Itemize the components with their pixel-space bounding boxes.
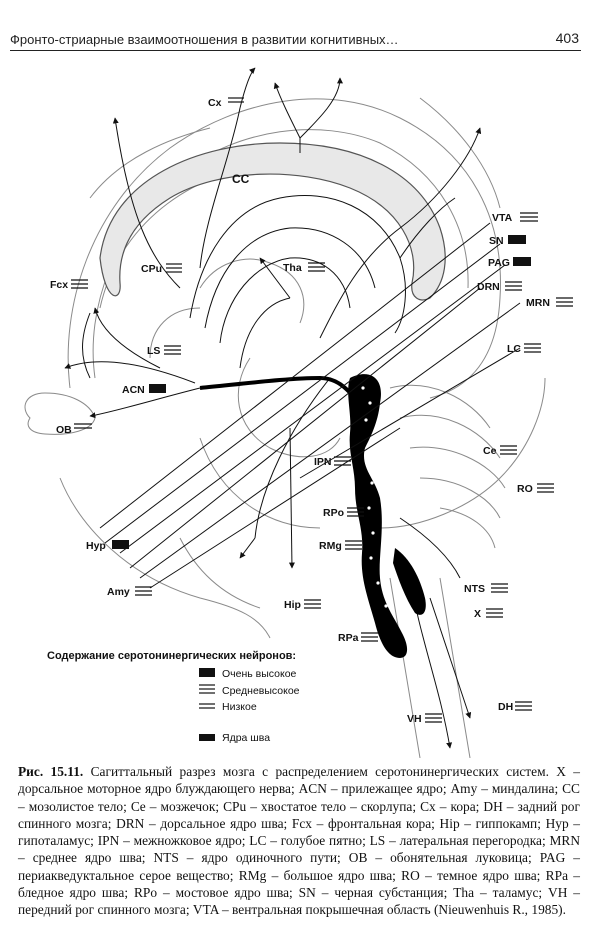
marker-rmg <box>345 540 362 550</box>
corpus-callosum <box>99 142 446 301</box>
marker-dh <box>515 701 532 711</box>
legend: Содержание серотонинергических нейронов:… <box>47 650 300 744</box>
marker-ob <box>74 423 92 429</box>
label-hyp: Hyp <box>86 540 106 552</box>
label-cx: Cx <box>208 97 222 109</box>
figure-number: Рис. 15.11. <box>18 764 84 779</box>
marker-ipn <box>334 456 351 466</box>
legend-label-raphe-nuclei: Ядра шва <box>222 732 270 744</box>
marker-drn <box>505 281 522 291</box>
legend-label-very-high: Очень высокое <box>222 668 297 680</box>
brain-diagram: Cx CC VTA SN PAG DRN MRN LC Fcx CPu <box>24 67 573 758</box>
marker-hip <box>304 599 321 609</box>
marker-cx <box>228 97 244 103</box>
running-title: Фронто-стриарные взаимоотношения в разви… <box>10 32 399 47</box>
legend-title: Содержание серотонинергических нейронов: <box>47 650 296 662</box>
label-sn: SN <box>489 235 504 247</box>
page-header: Фронто-стриарные взаимоотношения в разви… <box>10 30 581 51</box>
marker-cpu <box>166 263 182 273</box>
marker-mrn <box>556 297 573 307</box>
label-acn: ACN <box>122 384 145 396</box>
legend-label-low: Низкое <box>222 701 257 713</box>
label-ro: RO <box>517 483 533 495</box>
label-amy: Amy <box>107 586 130 598</box>
label-nts: NTS <box>464 583 485 595</box>
marker-sn-very-high <box>508 235 526 244</box>
label-drn: DRN <box>477 281 500 293</box>
label-vh: VH <box>407 713 422 725</box>
label-tha: Tha <box>283 262 302 274</box>
label-x: X <box>474 608 481 620</box>
marker-ls <box>164 345 181 355</box>
brain-outline <box>24 97 546 758</box>
label-cpu: CPu <box>141 263 162 275</box>
label-hip: Hip <box>284 599 301 611</box>
projection-lines <box>99 222 521 589</box>
marker-amy <box>135 586 152 596</box>
marker-x <box>486 608 503 618</box>
label-rpa: RPa <box>338 632 359 644</box>
marker-ce <box>500 445 517 455</box>
label-dh: DH <box>498 701 513 713</box>
label-ls: LS <box>147 345 160 357</box>
marker-fcx <box>71 279 88 289</box>
legend-swatch-low <box>199 703 215 709</box>
page-number: 403 <box>555 30 579 46</box>
label-vta: VTA <box>492 212 513 224</box>
legend-swatch-medium-high <box>199 684 215 694</box>
marker-lc <box>524 343 541 353</box>
caption-text: Сагиттальный разрез мозга с распределени… <box>18 764 580 918</box>
marker-tha <box>308 262 325 272</box>
marker-acn-very-high <box>149 384 166 393</box>
marker-nts <box>491 583 508 593</box>
label-mrn: MRN <box>526 297 550 309</box>
marker-ro <box>537 483 554 493</box>
serotonin-pathways <box>64 67 482 749</box>
label-rpo: RPo <box>323 507 344 519</box>
label-lc: LC <box>507 343 521 355</box>
marker-hyp-very-high <box>112 540 129 549</box>
marker-rpo <box>347 507 364 517</box>
label-fcx: Fcx <box>50 279 68 291</box>
marker-pag-very-high <box>513 257 531 266</box>
figure-caption: Рис. 15.11. Сагиттальный разрез мозга с … <box>18 763 580 919</box>
legend-label-medium-high: Средневысокое <box>222 685 300 697</box>
brain-sagittal-figure: Cx CC VTA SN PAG DRN MRN LC Fcx CPu <box>0 58 591 758</box>
label-rmg: RMg <box>319 540 342 552</box>
label-ipn: IPN <box>314 456 332 468</box>
label-cc: CC <box>232 172 250 186</box>
raphe-tract <box>199 374 426 658</box>
label-ob: OB <box>56 424 72 436</box>
marker-vh <box>425 713 442 723</box>
legend-swatch-raphe-nuclei <box>199 734 215 741</box>
marker-vta-medium-high <box>520 212 538 222</box>
legend-swatch-very-high <box>199 668 215 677</box>
label-ce: Ce <box>483 445 497 457</box>
marker-rpa <box>361 632 378 642</box>
label-pag: PAG <box>488 257 510 269</box>
